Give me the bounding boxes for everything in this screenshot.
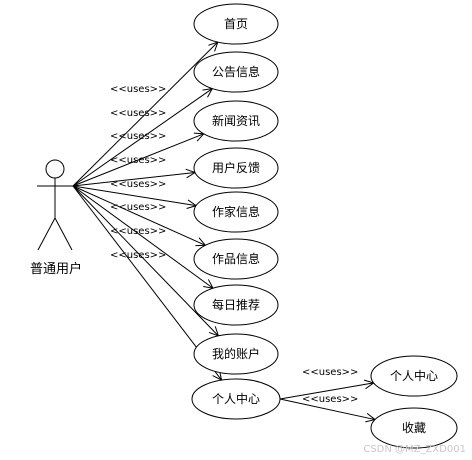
- uses-label-announce: <<uses>>: [110, 84, 166, 95]
- uses-label-authors: <<uses>>: [110, 155, 166, 166]
- actor-head: [45, 159, 65, 179]
- actor-right-leg: [54, 217, 73, 251]
- relation-line-favorites: [279, 398, 376, 421]
- relation-line-authors: [72, 185, 197, 207]
- use-case-account: [193, 333, 279, 375]
- use-case-feedback: [193, 147, 279, 189]
- use-case-label-daily: 每日推荐: [212, 297, 260, 312]
- use-case-authors: [193, 191, 279, 233]
- relations-layer: <<uses>> <<uses>> <<uses>> <<uses>> <<uses>>…: [72, 41, 377, 423]
- use-case-works: [193, 238, 279, 280]
- watermark: CSDN @MZ_ZXD001: [363, 444, 466, 455]
- uses-label-center: <<uses>>: [110, 250, 166, 261]
- relation-line-center2: [279, 382, 374, 400]
- relation-line-daily: [72, 185, 214, 289]
- uses-label-center2: <<uses>>: [302, 367, 358, 378]
- uses-label-favorites: <<uses>>: [302, 394, 358, 405]
- use-case-label-feedback: 用户反馈: [212, 160, 260, 175]
- uses-label-news: <<uses>>: [110, 108, 166, 119]
- use-case-news: [193, 100, 279, 142]
- use-case-announce: [193, 51, 279, 93]
- use-case-center: [191, 378, 281, 420]
- use-case-label-favorites: 收藏: [402, 421, 426, 435]
- actor-left-leg: [37, 217, 56, 251]
- relation-line-announce: [72, 88, 213, 187]
- use-case-favorites: [370, 407, 458, 449]
- actor-stick-figure: [37, 159, 73, 251]
- use-case-label-news: 新闻资讯: [212, 113, 260, 128]
- relation-line-account: [72, 185, 219, 337]
- uses-label-daily: <<uses>>: [110, 202, 166, 213]
- use-case-center2: [370, 355, 458, 397]
- use-case-label-works: 作品信息: [212, 251, 260, 266]
- use-case-label-center2: 个人中心: [390, 368, 438, 383]
- relation-line-works: [72, 185, 206, 246]
- use-case-label-account: 我的账户: [212, 346, 260, 361]
- relation-line-feedback: [72, 172, 196, 187]
- relation-line-news: [72, 133, 204, 187]
- use-case-home: [193, 3, 279, 45]
- uses-label-feedback: <<uses>>: [110, 131, 166, 142]
- use-case-daily: [193, 284, 279, 326]
- uses-label-works: <<uses>>: [110, 179, 166, 190]
- use-case-label-center: 个人中心: [212, 391, 260, 406]
- use-case-label-announce: 公告信息: [212, 64, 260, 79]
- relation-line-home: [72, 41, 219, 187]
- use-case-label-authors: 作家信息: [212, 204, 260, 219]
- actor-name: 普通用户: [30, 261, 82, 277]
- uses-label-account: <<uses>>: [110, 226, 166, 237]
- use-case-label-home: 首页: [224, 17, 248, 31]
